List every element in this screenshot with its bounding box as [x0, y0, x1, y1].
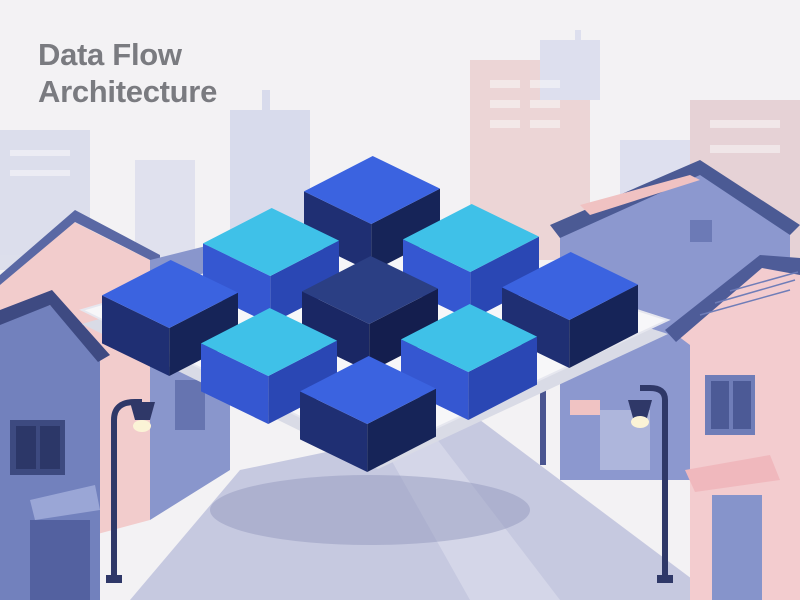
block-right-face — [369, 288, 438, 372]
block-left-face — [300, 391, 368, 472]
roof-lines — [699, 271, 799, 316]
block-left-face — [304, 191, 372, 272]
block-left-face — [502, 287, 570, 368]
lamp-post-distant — [540, 385, 546, 465]
window-pane — [733, 381, 751, 429]
block-right-face — [270, 240, 339, 324]
block-right-face — [367, 388, 436, 472]
awning — [685, 455, 780, 492]
window-pane — [711, 381, 729, 429]
right-houses — [550, 160, 800, 600]
block-top-face — [502, 252, 638, 320]
block-top-face — [102, 260, 238, 328]
lamp-head — [628, 400, 652, 418]
data-block-lower-left — [201, 308, 337, 424]
window — [175, 380, 205, 430]
block-top-face — [203, 208, 339, 276]
block-right-face — [468, 336, 537, 420]
title-line-1: Data Flow — [38, 37, 182, 72]
data-block-center — [302, 256, 438, 372]
data-block-lower-right — [401, 304, 537, 420]
block-top-face — [201, 308, 337, 376]
block-top-face — [302, 256, 438, 324]
data-block-left — [102, 260, 238, 376]
block-grid — [102, 156, 638, 472]
roof-trim — [580, 175, 700, 215]
block-left-face — [302, 291, 370, 372]
road-lane — [380, 430, 560, 600]
roof — [665, 255, 800, 342]
block-right-face — [371, 188, 440, 272]
street-lamp-left — [106, 399, 155, 583]
roof — [550, 160, 800, 238]
roof — [0, 210, 160, 285]
far-building — [540, 40, 600, 100]
block-right-face — [470, 236, 539, 320]
awning — [570, 400, 600, 415]
block-top-face — [401, 304, 537, 372]
block-right-face — [169, 292, 238, 376]
antenna — [262, 90, 270, 112]
block-top-face — [403, 204, 539, 272]
window-pane — [40, 426, 60, 469]
lamp-light — [631, 416, 649, 428]
block-left-face — [403, 239, 471, 320]
far-windows — [10, 80, 780, 176]
block-left-face — [102, 295, 170, 376]
block-left-face — [401, 339, 469, 420]
block-left-face — [201, 343, 269, 424]
block-left-face — [203, 243, 271, 324]
title-line-2: Architecture — [38, 74, 218, 109]
doorway — [30, 520, 90, 600]
data-block-upper-left — [203, 208, 339, 324]
data-block-bottom — [300, 356, 436, 472]
street-lamp-right — [540, 385, 673, 583]
window-pane — [16, 426, 36, 469]
lamp-head — [130, 402, 155, 420]
page-title: Data Flow Architecture — [38, 36, 217, 110]
block-right-face — [569, 284, 638, 368]
awning — [30, 485, 100, 520]
window — [690, 220, 712, 242]
block-right-face — [268, 340, 337, 424]
data-block-right — [502, 252, 638, 368]
lamp-light — [133, 420, 151, 432]
doorway — [712, 495, 762, 600]
block-top-face — [300, 356, 436, 424]
data-block-top — [304, 156, 440, 272]
data-block-upper-right — [403, 204, 539, 320]
block-top-face — [304, 156, 440, 224]
roof — [0, 290, 110, 362]
platform-shadow — [210, 475, 530, 545]
antenna — [575, 30, 581, 44]
